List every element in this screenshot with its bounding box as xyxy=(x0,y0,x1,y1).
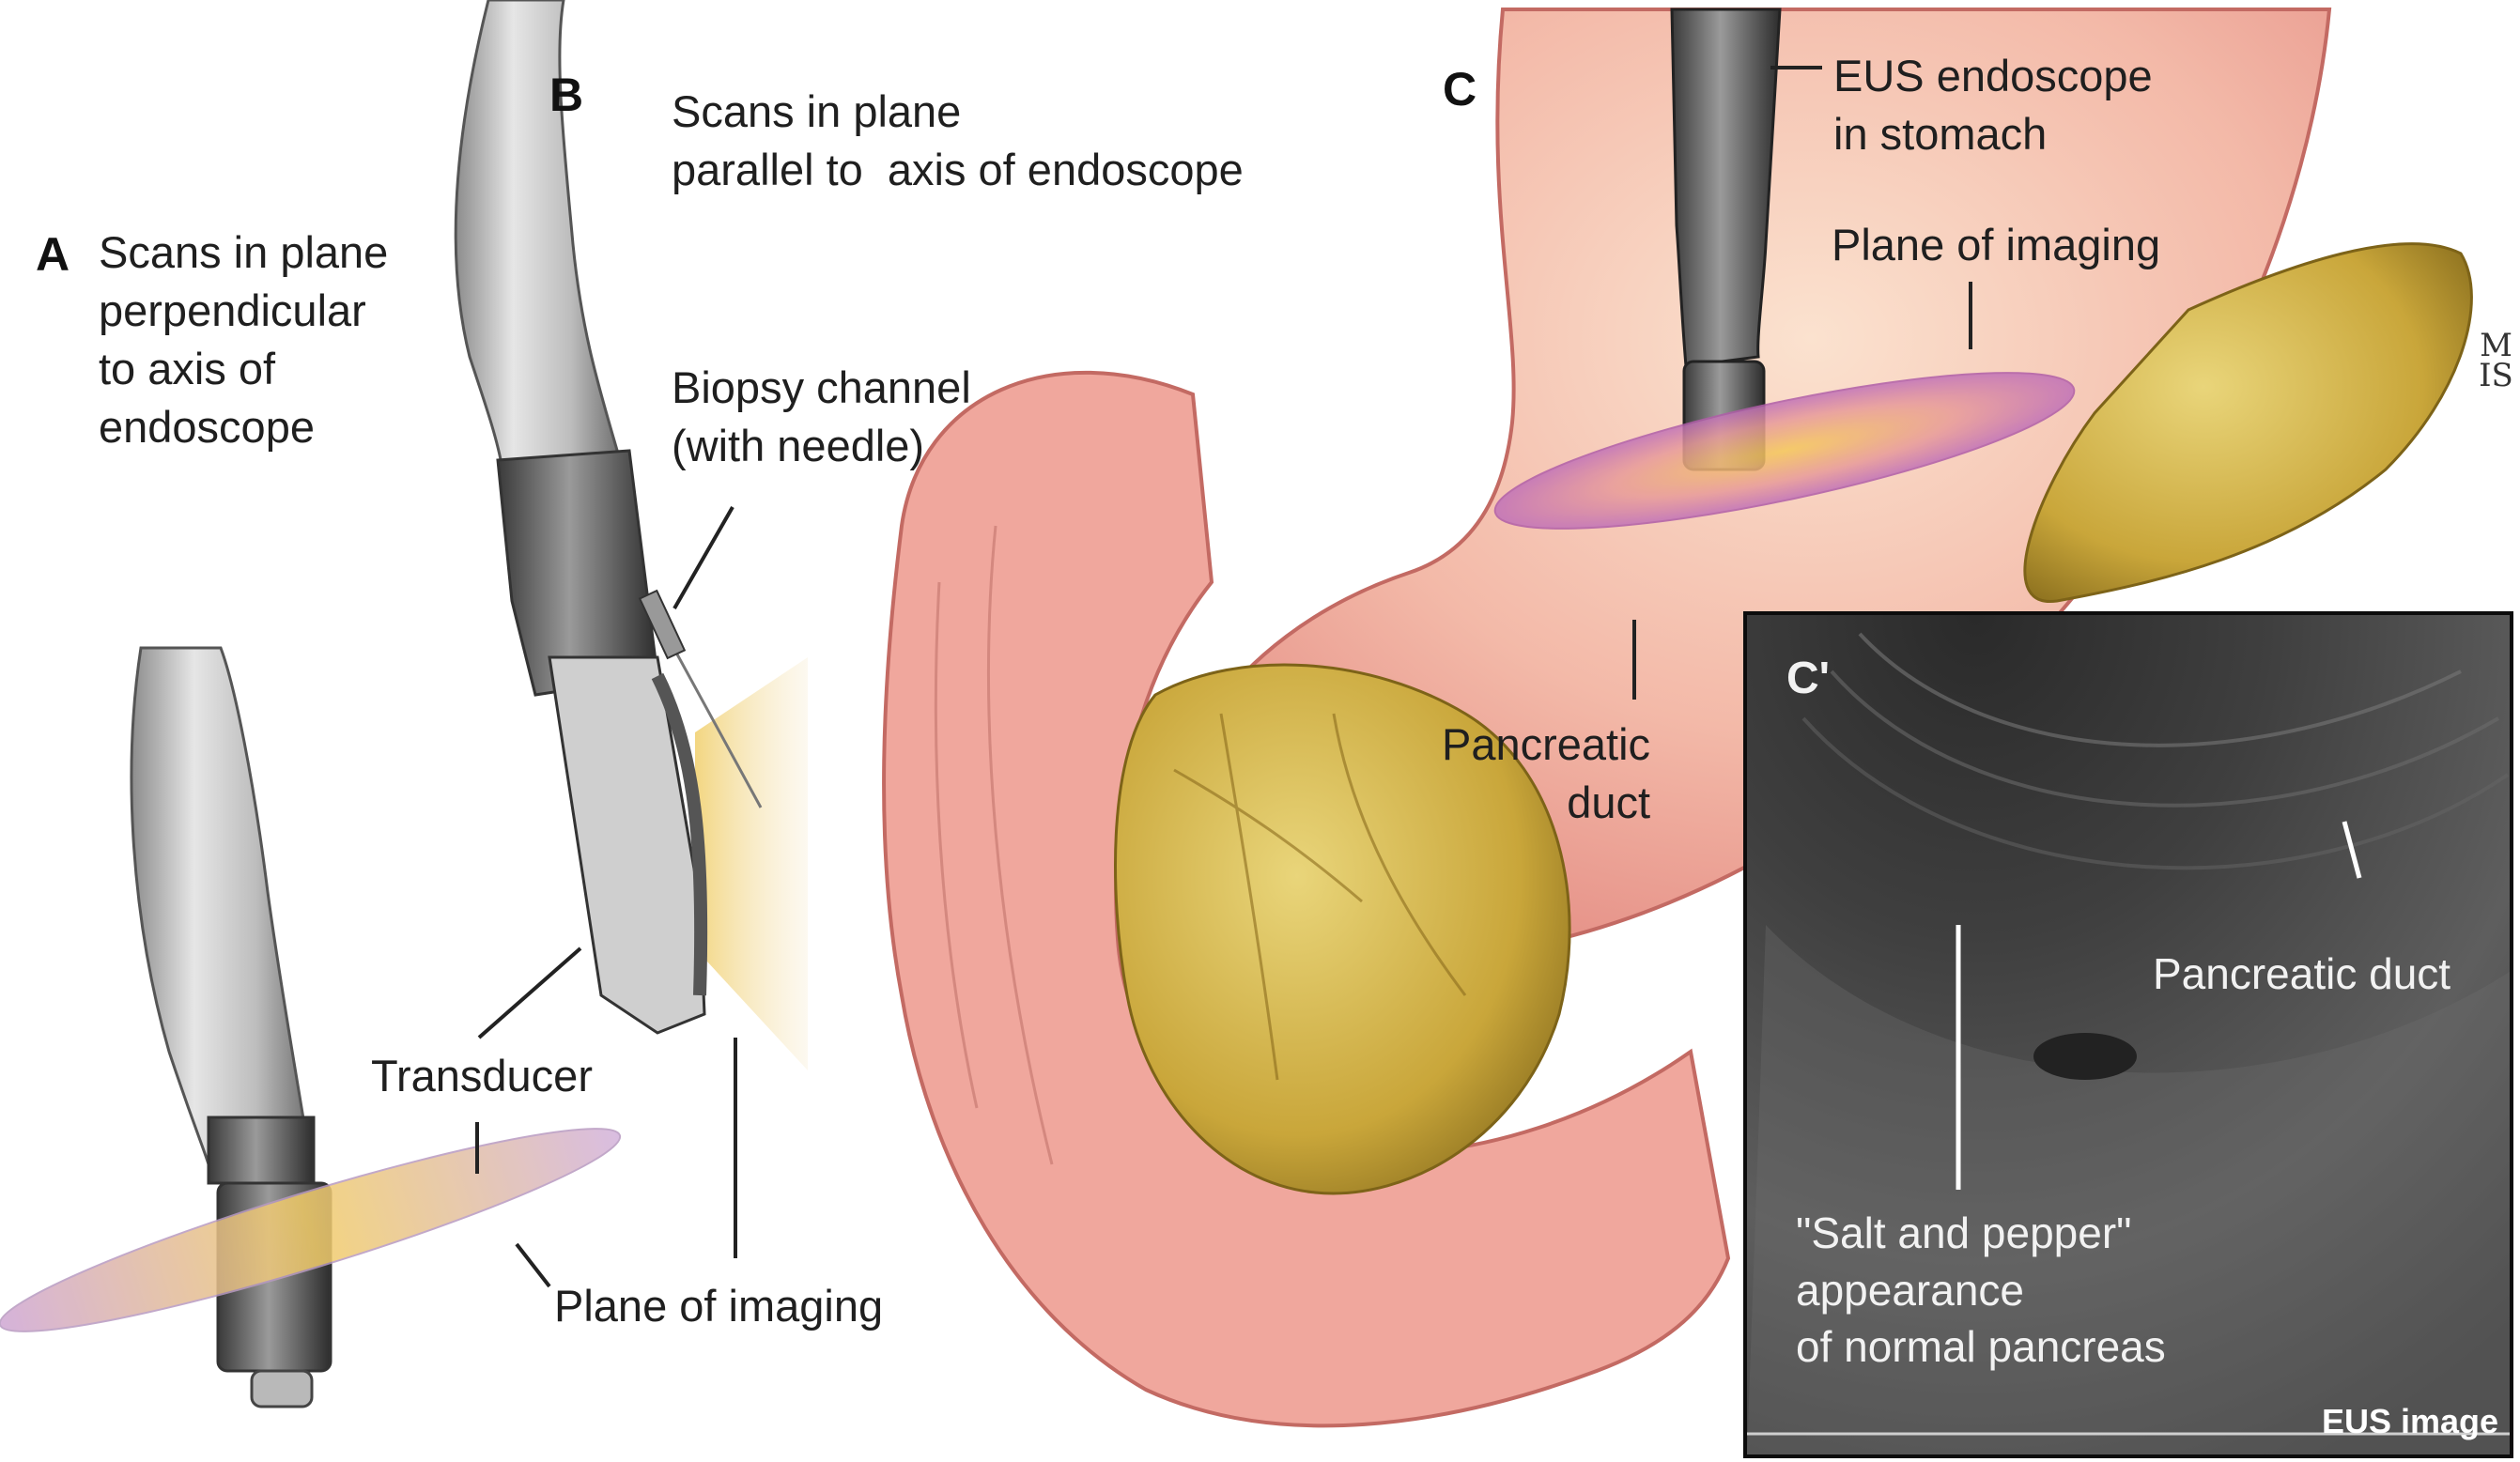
caption-b: Scans in plane parallel to axis of endos… xyxy=(672,83,1244,199)
transducer-pointer-b xyxy=(479,948,580,1038)
eus-image-footer: EUS image xyxy=(2322,1402,2498,1441)
pancreatic-duct-label-c: Pancreatic duct xyxy=(1442,716,1650,832)
panel-letter-c: C xyxy=(1443,62,1476,116)
plane-pointer-a xyxy=(517,1244,549,1286)
plane-of-imaging-label-b: Plane of imaging xyxy=(554,1277,883,1335)
salt-and-pepper-label: "Salt and pepper" appearance of normal p… xyxy=(1796,1205,2166,1376)
caption-a: Scans in plane perpendicular to axis of … xyxy=(99,223,388,456)
endoscope-c xyxy=(1672,9,1780,469)
illustrator-signature: M IS xyxy=(2472,331,2520,392)
panel-letter-b: B xyxy=(549,68,583,122)
transducer-label: Transducer xyxy=(371,1047,593,1105)
panel-letter-c-prime: C' xyxy=(1786,649,1830,708)
eus-pancreatic-duct-label: Pancreatic duct xyxy=(2153,946,2450,1003)
panel-letter-a: A xyxy=(36,227,70,282)
eus-image-panel: C' Pancreatic duct "Salt and pepper" app… xyxy=(1743,611,2513,1458)
biopsy-channel-label: Biopsy channel (with needle) xyxy=(672,359,971,475)
eus-endoscope-label: EUS endoscope in stomach xyxy=(1833,47,2153,163)
plane-of-imaging-label-c: Plane of imaging xyxy=(1832,216,2160,274)
biopsy-pointer xyxy=(674,507,733,608)
